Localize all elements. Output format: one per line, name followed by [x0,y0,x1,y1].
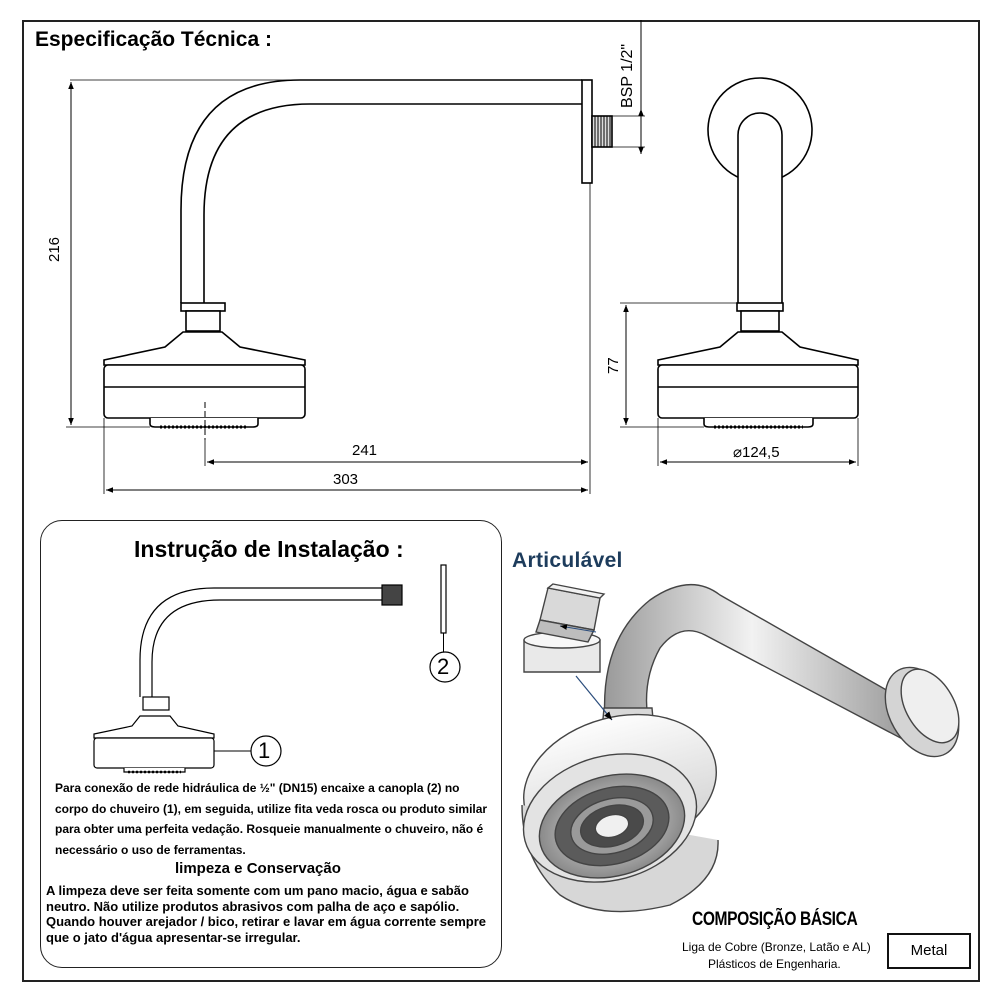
care-text: A limpeza deve ser feita somente com um … [46,883,486,945]
drawing-frame [22,20,980,982]
product-render [521,583,960,913]
side-view [657,77,859,429]
callout-1: 1 [258,738,271,763]
care-title: limpeza e Conservação [175,860,341,877]
front-dimensions [66,20,645,494]
dimension-diameter: ⌀124,5 [733,444,780,461]
composition-line-2: Plásticos de Engenharia. [708,957,841,971]
dimension-216: 216 [46,236,63,262]
dimension-241: 241 [352,442,378,459]
installation-title: Instrução de Instalação : [134,536,404,562]
dimension-77: 77 [605,357,622,374]
installation-sketch [93,564,461,774]
callout-2: 2 [437,654,450,679]
material-badge: Metal [887,933,971,969]
front-view [103,79,613,440]
composition-line-1: Liga de Cobre (Bronze, Latão e AL) [682,940,871,954]
dimension-thread: BSP 1/2" [619,43,636,108]
dimension-303: 303 [333,471,359,488]
installation-text: Para conexão de rede hidráulica de ½" (D… [55,781,488,857]
articulated-label: Articulável [512,549,623,572]
side-dimensions [620,302,859,466]
composition-title: COMPOSIÇÃO BÁSICA [692,909,858,930]
spec-title: Especificação Técnica : [35,28,272,51]
installation-panel [40,520,502,968]
